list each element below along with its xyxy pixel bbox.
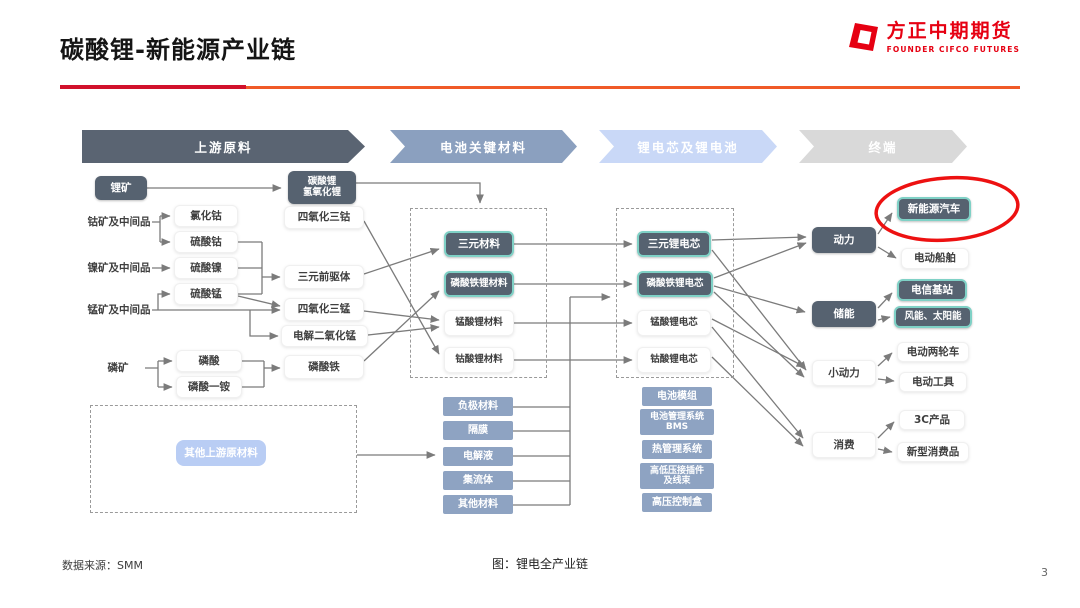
node-lfp-material: 磷酸铁锂材料: [444, 271, 514, 297]
node-power-segment: 动力: [812, 227, 876, 253]
node-3c-products: 3C产品: [899, 410, 965, 430]
page-title: 碳酸锂-新能源产业链: [60, 36, 296, 64]
group-other-upstream: [90, 405, 357, 513]
stage-battery-key-materials: 电池关键材料: [390, 130, 577, 163]
title-underline-dark: [60, 85, 246, 89]
company-logo: 方正中期期货 FOUNDER CIFCO FUTURES: [846, 20, 1020, 58]
node-nickel-sulfate: 硫酸镍: [174, 257, 238, 279]
node-ternary-precursor: 三元前驱体: [284, 265, 364, 289]
node-cobalt-chloride: 氯化钴: [174, 205, 238, 227]
node-telecom-base-station: 电信基站: [897, 279, 967, 301]
group-cathode-materials: [410, 208, 547, 378]
node-small-power-segment: 小动力: [812, 360, 876, 386]
node-bms: 电池管理系统 BMS: [640, 409, 714, 435]
node-consumer-segment: 消费: [812, 432, 876, 458]
node-lmo-material: 锰酸锂材料: [444, 310, 514, 336]
node-wind-solar: 风能、太阳能: [894, 306, 972, 328]
node-iron-phosphate: 磷酸铁: [284, 355, 364, 379]
node-cobalt-tetroxide: 四氧化三钴: [284, 206, 364, 229]
logo-text-en: FOUNDER CIFCO FUTURES: [886, 44, 1020, 54]
node-ternary-cell: 三元锂电芯: [637, 231, 711, 257]
page-number: 3: [1041, 566, 1048, 579]
node-cobalt-sulfate: 硫酸钴: [174, 231, 238, 253]
node-electric-ship: 电动船舶: [901, 248, 969, 269]
stage-terminal: 终端: [799, 130, 967, 163]
node-nickel-ore: 镍矿及中间品: [87, 261, 151, 274]
node-energy-storage-segment: 储能: [812, 301, 876, 327]
node-ternary-material: 三元材料: [444, 231, 514, 257]
node-new-energy-vehicle: 新能源汽车: [897, 197, 971, 221]
stage-upstream-materials: 上游原料: [82, 130, 365, 163]
node-separator: 隔膜: [443, 421, 513, 440]
node-other-upstream-materials: 其他上游原材料: [176, 440, 266, 466]
node-lco-material: 钴酸锂材料: [444, 347, 514, 373]
node-thermal-management: 热管理系统: [642, 440, 712, 459]
node-power-tools: 电动工具: [899, 372, 967, 392]
node-electrolyte: 电解液: [443, 447, 513, 466]
node-manganese-sulfate: 硫酸锰: [174, 283, 238, 305]
node-phosphate-ore: 磷矿: [107, 361, 129, 374]
node-lmo-cell: 锰酸锂电芯: [637, 310, 711, 336]
group-cells: [616, 208, 734, 378]
node-phosphoric-acid: 磷酸: [176, 350, 242, 372]
node-lfp-cell: 磷酸铁锂电芯: [637, 271, 713, 297]
node-hv-lv-connectors-harness: 高低压接插件 及线束: [640, 463, 714, 489]
stage-cells-batteries: 锂电芯及锂电池: [599, 130, 777, 163]
node-cobalt-ore: 钴矿及中间品: [87, 215, 151, 228]
founder-logo-icon: [846, 20, 880, 58]
node-lithium-carbonate-hydroxide: 碳酸锂 氢氧化锂: [288, 171, 356, 204]
node-manganese-ore: 锰矿及中间品: [87, 303, 151, 316]
node-emd: 电解二氧化锰: [281, 325, 368, 347]
node-new-consumer-products: 新型消费品: [897, 442, 969, 462]
node-other-materials: 其他材料: [443, 495, 513, 514]
node-lithium-ore: 锂矿: [95, 176, 147, 200]
node-manganese-tetroxide: 四氧化三锰: [284, 298, 364, 321]
node-electric-two-wheeler: 电动两轮车: [897, 342, 969, 362]
node-monoammonium-phosphate: 磷酸一铵: [176, 376, 242, 398]
logo-text-cn: 方正中期期货: [886, 20, 1013, 42]
data-source: 数据来源：SMM: [62, 559, 143, 572]
node-anode-material: 负极材料: [443, 397, 513, 416]
title-underline-light: [246, 86, 1020, 89]
figure-caption: 图：锂电全产业链: [491, 557, 588, 571]
node-lco-cell: 钴酸锂电芯: [637, 347, 711, 373]
node-battery-module: 电池模组: [642, 387, 712, 406]
node-hv-control-box: 高压控制盒: [642, 493, 712, 512]
node-current-collector: 集流体: [443, 471, 513, 490]
